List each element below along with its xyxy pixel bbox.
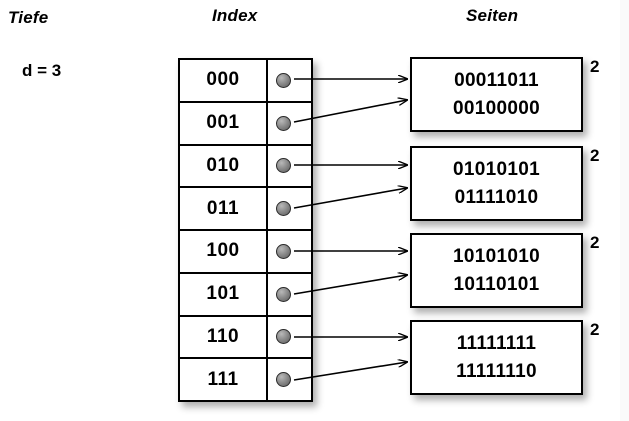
index-key-000: 000 bbox=[180, 60, 268, 101]
pointer-dot-icon bbox=[276, 372, 291, 388]
page-bucket-1: 01010101 01111010 bbox=[410, 146, 583, 221]
pointer-dot-icon bbox=[276, 158, 291, 174]
pointer-dot-icon bbox=[276, 115, 291, 131]
pointer-dot-icon bbox=[276, 286, 291, 302]
page-entry: 01111010 bbox=[454, 186, 539, 208]
table-row: 100 bbox=[180, 231, 311, 274]
table-row: 101 bbox=[180, 273, 311, 317]
index-key-101: 101 bbox=[180, 273, 268, 315]
page-entry: 01010101 bbox=[453, 158, 540, 180]
table-row: 001 bbox=[180, 102, 311, 146]
index-key-011: 011 bbox=[180, 188, 268, 229]
pointer-dot-icon bbox=[276, 201, 291, 217]
page-entry: 00100000 bbox=[453, 97, 540, 119]
page-local-depth-2: 2 bbox=[590, 233, 600, 252]
pointer-dot-icon bbox=[276, 329, 291, 345]
page-entry: 11111110 bbox=[456, 360, 537, 382]
page-bucket-0: 00011011 00100000 bbox=[410, 57, 583, 132]
index-pointer-cell-100 bbox=[268, 231, 311, 272]
pointer-dot-icon bbox=[276, 72, 291, 88]
table-row: 111 bbox=[180, 359, 311, 400]
index-pointer-cell-110 bbox=[268, 317, 311, 358]
pointer-dot-icon bbox=[276, 243, 291, 259]
page-bucket-2: 10101010 10110101 bbox=[410, 233, 583, 308]
index-key-111: 111 bbox=[180, 359, 268, 400]
table-row: 110 bbox=[180, 316, 311, 360]
index-pointer-cell-111 bbox=[268, 359, 311, 400]
page-local-depth-1: 2 bbox=[590, 146, 600, 165]
index-pointer-cell-001 bbox=[268, 103, 311, 144]
page-entry: 10110101 bbox=[453, 273, 540, 295]
index-pointer-cell-000 bbox=[268, 60, 311, 101]
index-directory-table: 000 001 010 011 100 bbox=[178, 58, 313, 402]
table-row: 010 bbox=[180, 145, 311, 189]
index-key-100: 100 bbox=[180, 231, 268, 272]
page-bucket-3: 11111111 11111110 bbox=[410, 320, 583, 395]
index-key-110: 110 bbox=[180, 316, 268, 358]
page-local-depth-3: 2 bbox=[590, 320, 600, 339]
column-header-index: Index bbox=[212, 6, 258, 25]
index-key-001: 001 bbox=[180, 102, 268, 144]
column-header-pages: Seiten bbox=[466, 6, 519, 25]
index-pointer-cell-010 bbox=[268, 146, 311, 187]
table-row: 011 bbox=[180, 188, 311, 231]
index-pointer-cell-101 bbox=[268, 274, 311, 315]
page-edge bbox=[620, 0, 629, 421]
page-local-depth-0: 2 bbox=[590, 57, 600, 76]
table-row: 000 bbox=[180, 60, 311, 103]
index-pointer-cell-011 bbox=[268, 188, 311, 229]
global-depth-label: d = 3 bbox=[22, 61, 62, 80]
page-entry: 10101010 bbox=[453, 245, 540, 267]
column-header-depth: Tiefe bbox=[8, 8, 49, 27]
page-entry: 11111111 bbox=[456, 332, 537, 354]
page-entry: 00011011 bbox=[454, 69, 539, 91]
index-key-010: 010 bbox=[180, 145, 268, 187]
